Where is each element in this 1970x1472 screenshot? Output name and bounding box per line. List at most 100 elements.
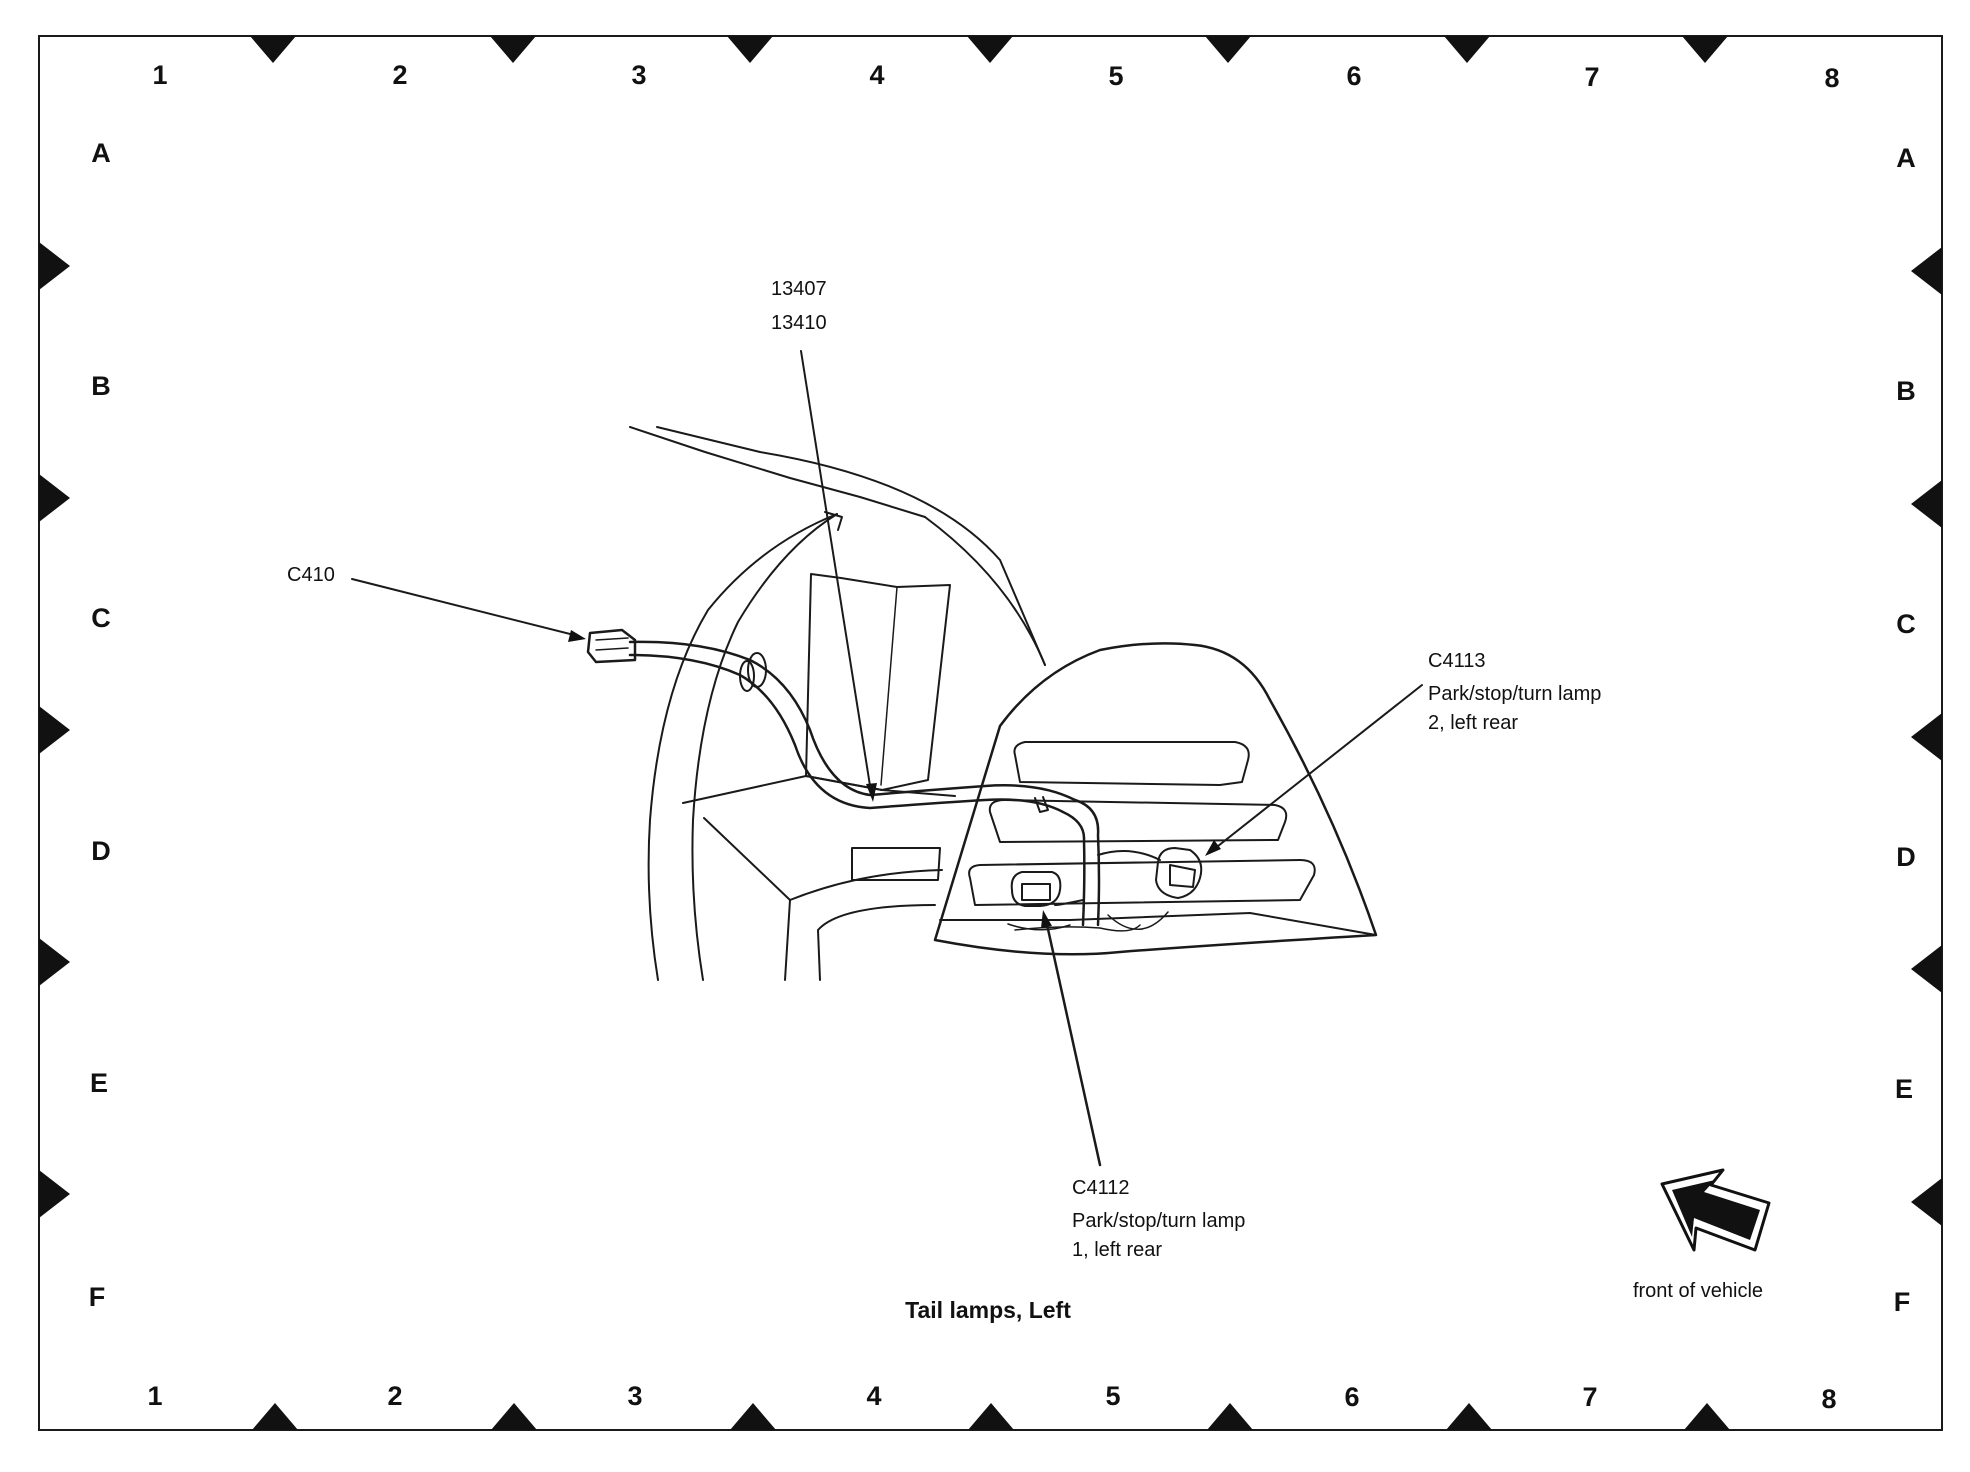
tail-lamp-middle-lens xyxy=(988,799,1288,843)
row-label-left: A xyxy=(91,138,111,168)
harness-lower-edge xyxy=(628,653,1086,927)
callout-c4112-desc-1: Park/stop/turn lamp xyxy=(1072,1210,1245,1232)
column-label-top: 1 xyxy=(152,60,167,90)
zone-marker-bottom xyxy=(968,1403,1014,1430)
column-label-top: 5 xyxy=(1108,61,1123,91)
column-label-bottom: 7 xyxy=(1582,1382,1597,1412)
bulb-socket-1 xyxy=(1007,871,1071,931)
zone-marker-left xyxy=(39,1170,70,1218)
tail-lamp-lower-lens xyxy=(968,859,1316,906)
tail-lamp-assembly xyxy=(933,642,1378,956)
harness-grommet-ring xyxy=(739,660,755,692)
sill-line xyxy=(703,817,791,981)
column-label-bottom: 4 xyxy=(866,1381,881,1411)
row-label-left: B xyxy=(91,371,111,401)
zone-marker-top xyxy=(1444,36,1490,63)
column-label-bottom: 5 xyxy=(1105,1381,1120,1411)
diagram-title: Tail lamps, Left xyxy=(905,1297,1071,1323)
bumper-line xyxy=(789,869,943,901)
column-label-top: 6 xyxy=(1346,61,1361,91)
lower-cutout xyxy=(851,847,941,881)
trim-panel-crease xyxy=(880,586,898,786)
callout-c4112-desc-2: 1, left rear xyxy=(1072,1239,1162,1261)
row-label-left: E xyxy=(90,1068,108,1098)
leader-c4112 xyxy=(1044,918,1102,1167)
pillar-outer-edge xyxy=(647,513,838,981)
column-label-bottom: 1 xyxy=(147,1381,162,1411)
row-label-left: C xyxy=(91,603,111,633)
trim-panel xyxy=(805,573,951,791)
zone-marker-top xyxy=(727,36,773,63)
lower-panel-line xyxy=(817,904,936,981)
row-label-right: F xyxy=(1894,1287,1911,1317)
zone-markers xyxy=(39,36,1942,1430)
pillar-inner-edge xyxy=(691,513,838,981)
callout-c4112-id: C4112 xyxy=(1072,1177,1129,1199)
connector-c410 xyxy=(586,628,637,664)
column-label-bottom: 2 xyxy=(387,1381,402,1411)
roof-line-inner xyxy=(629,426,926,518)
zone-marker-bottom xyxy=(491,1403,537,1430)
leader-c4112-arrowhead xyxy=(1041,910,1052,928)
zone-marker-right xyxy=(1911,480,1942,528)
zone-marker-left xyxy=(39,474,70,522)
zone-marker-top xyxy=(1682,36,1728,63)
harness-clip xyxy=(1034,796,1049,813)
row-label-left: F xyxy=(89,1282,106,1312)
wiring-harness xyxy=(628,640,1161,932)
harness-lower-branch xyxy=(1014,924,1141,932)
zone-marker-bottom xyxy=(252,1403,298,1430)
leader-c4113-arrowhead xyxy=(1205,840,1221,856)
roof-line-outer xyxy=(656,426,1046,666)
zone-marker-left xyxy=(39,938,70,986)
callout-c4113-id: C4113 xyxy=(1428,650,1485,672)
row-label-right: E xyxy=(1895,1074,1913,1104)
callout-13407: 13407 xyxy=(771,278,827,300)
callout-c4113-desc-2: 2, left rear xyxy=(1428,712,1518,734)
diagram-border xyxy=(38,35,1943,1431)
zone-marker-right xyxy=(1911,713,1942,761)
row-label-right: A xyxy=(1896,143,1916,173)
harness-grommet xyxy=(747,652,767,688)
leader-13407-arrowhead xyxy=(866,783,877,802)
zone-marker-right xyxy=(1911,1178,1942,1226)
zone-marker-right xyxy=(1911,945,1942,993)
column-label-top: 8 xyxy=(1824,63,1839,93)
zone-marker-top xyxy=(250,36,296,63)
zone-marker-bottom xyxy=(1446,1403,1492,1430)
zone-marker-left xyxy=(39,242,70,290)
column-label-top: 4 xyxy=(869,60,884,90)
harness-upper-edge xyxy=(628,640,1101,927)
leader-c410-arrowhead xyxy=(568,630,586,642)
zone-marker-bottom xyxy=(730,1403,776,1430)
zone-marker-right xyxy=(1911,247,1942,295)
column-label-top: 3 xyxy=(631,60,646,90)
zone-marker-top xyxy=(1205,36,1251,63)
zone-marker-left xyxy=(39,706,70,754)
column-label-bottom: 3 xyxy=(627,1381,642,1411)
callout-c4113-desc-1: Park/stop/turn lamp xyxy=(1428,683,1601,705)
row-label-right: C xyxy=(1896,609,1916,639)
callout-13410: 13410 xyxy=(771,312,827,334)
column-label-bottom: 8 xyxy=(1821,1384,1836,1414)
front-of-vehicle-arrow-icon xyxy=(1660,1168,1771,1252)
front-of-vehicle-label: front of vehicle xyxy=(1633,1280,1763,1302)
tail-lamp-upper-lens xyxy=(1013,741,1250,786)
column-label-top: 2 xyxy=(392,60,407,90)
bulb-socket-2 xyxy=(1107,847,1203,930)
leader-c410 xyxy=(351,578,579,637)
vehicle-rear-body xyxy=(629,426,1046,981)
harness-branch-socket-2 xyxy=(1097,850,1161,861)
zone-marker-top xyxy=(490,36,536,63)
tail-lamp-housing xyxy=(933,642,1378,956)
leader-lines xyxy=(351,350,1423,1167)
floor-edge xyxy=(682,775,956,804)
zone-marker-bottom xyxy=(1207,1403,1253,1430)
tail-lamp-inner-edge xyxy=(939,912,1377,936)
zone-marker-bottom xyxy=(1684,1403,1730,1430)
pillar-cap xyxy=(824,511,843,531)
row-label-right: D xyxy=(1896,842,1916,872)
harness-branch-socket-1 xyxy=(1054,899,1084,906)
quarter-panel-upper xyxy=(924,516,1046,666)
